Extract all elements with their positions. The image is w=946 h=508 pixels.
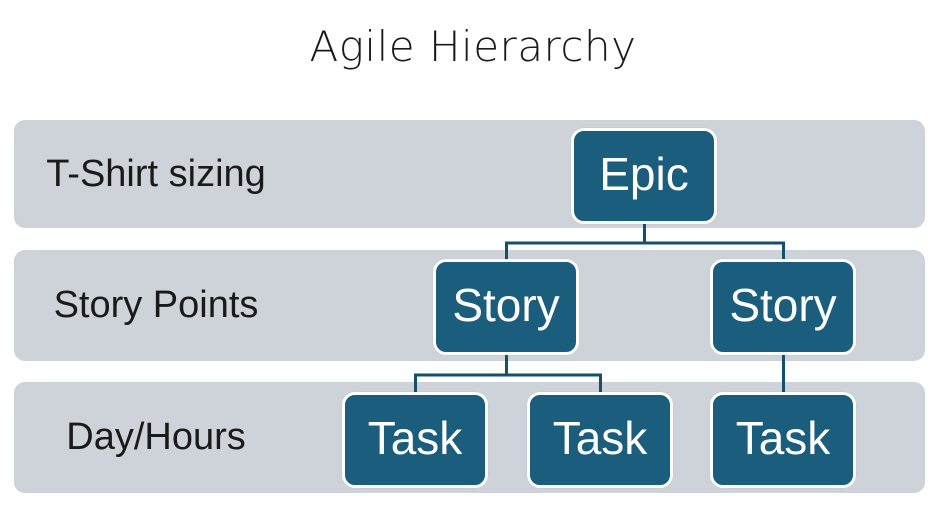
node-task-2-label: Task [552,412,648,464]
node-story-1: Story [433,259,579,355]
row-label-day-hours: Day/Hours [66,416,246,458]
row-label-tshirt-sizing: T-Shirt sizing [46,152,266,195]
node-story-2: Story [710,259,856,355]
node-story-2-label: Story [729,279,837,331]
node-task-3: Task [710,392,856,488]
diagram-title: Agile Hierarchy [309,22,637,71]
connector-epic-to-stories [505,241,785,261]
node-epic: Epic [571,128,717,224]
node-task-3-label: Task [735,412,831,464]
node-epic-label: Epic [599,148,689,200]
node-task-2: Task [527,392,673,488]
node-task-1-label: Task [367,412,463,464]
connector-story1-to-tasks [414,373,602,394]
band-row-tshirt-sizing [14,120,925,228]
row-label-story-points: Story Points [53,284,259,326]
node-task-1: Task [342,392,488,488]
node-story-1-label: Story [452,279,560,331]
